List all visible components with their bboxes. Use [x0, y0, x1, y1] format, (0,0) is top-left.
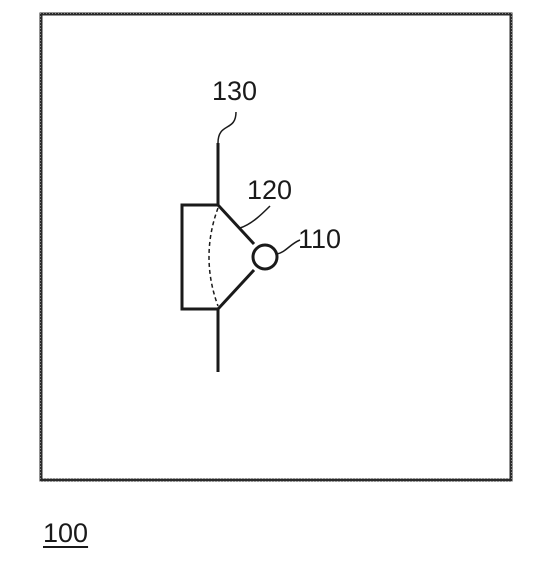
- housing-rectangle: [180, 203, 218, 311]
- circle-element: [251, 243, 279, 271]
- label-110: 110: [298, 224, 341, 254]
- wedge-lower-edge: [216, 268, 256, 311]
- leader-130: [217, 111, 237, 144]
- dashed-arc: [208, 207, 219, 307]
- wedge-upper-edge: [216, 203, 256, 246]
- label-130: 130: [212, 76, 257, 106]
- outer-frame: [39, 12, 513, 482]
- leader-120: [239, 205, 271, 229]
- label-120: 120: [247, 175, 292, 205]
- figure-number: 100: [43, 518, 89, 548]
- leader-110: [276, 239, 301, 255]
